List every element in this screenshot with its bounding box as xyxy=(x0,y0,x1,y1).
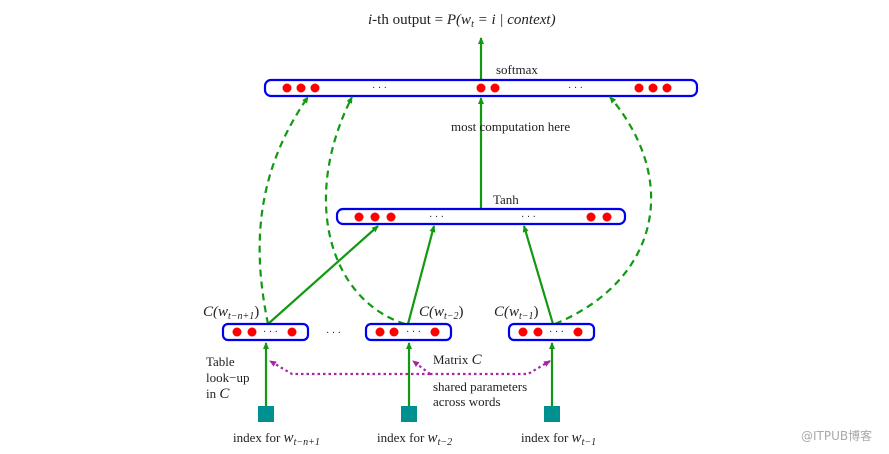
softmax-unit xyxy=(310,83,320,93)
computation-annotation: most computation here xyxy=(451,119,570,134)
softmax-unit xyxy=(476,83,486,93)
formula-rest: = i | context) xyxy=(474,12,556,28)
embedding-ellipsis: · · · xyxy=(406,327,421,338)
watermark: @ITPUB博客 xyxy=(801,428,872,443)
tanh-units xyxy=(354,212,612,222)
softmax-label: softmax xyxy=(496,62,538,77)
output-formula: i-th output = P(wt = i | context) xyxy=(368,12,556,30)
softmax-units xyxy=(282,83,672,93)
shared-param-arrow-2 xyxy=(412,360,431,375)
embedding-ellipsis: · · · xyxy=(263,327,278,338)
embedding-1-box xyxy=(221,322,310,342)
embedding-2-box xyxy=(364,322,453,342)
tanh-unit xyxy=(386,212,396,222)
softmax-unit xyxy=(634,83,644,93)
index-label-3: index for wt−1 xyxy=(521,430,596,448)
tanh-unit xyxy=(354,212,364,222)
tanh-label: Tanh xyxy=(493,192,519,207)
embedding-unit xyxy=(430,327,440,337)
embedding-1-label: C(wt−n+1) xyxy=(203,304,259,322)
skip-connection-2 xyxy=(324,96,406,326)
tanh-ellipsis: · · · xyxy=(521,212,536,223)
formula-i: i xyxy=(368,12,372,28)
index-label-1: index for wt−n+1 xyxy=(233,430,320,448)
embedding-ellipsis: · · · xyxy=(549,327,564,338)
embedding-3-label: C(wt−1) xyxy=(494,304,539,322)
softmax-unit xyxy=(490,83,500,93)
index-square-1 xyxy=(258,406,274,422)
skip-connection-3 xyxy=(554,96,653,326)
svg-text:Table: Table xyxy=(206,354,235,369)
softmax-unit xyxy=(662,83,672,93)
tanh-unit xyxy=(586,212,596,222)
index-square-3 xyxy=(544,406,560,422)
svg-text:in C: in C xyxy=(206,386,230,402)
tanh-ellipsis: · · · xyxy=(429,212,444,223)
emb2-to-tanh-arrow xyxy=(406,225,436,325)
embedding-unit xyxy=(375,327,385,337)
formula-sub: t xyxy=(471,19,474,30)
table-lookup-label: Table look−up in C xyxy=(206,354,249,402)
embedding-unit xyxy=(247,327,257,337)
embedding-unit xyxy=(518,327,528,337)
matrix-c-label: Matrix C xyxy=(433,352,483,368)
shared-parameters-label: shared parameters xyxy=(433,379,527,394)
formula-p: P(w xyxy=(446,12,471,28)
softmax-unit xyxy=(282,83,292,93)
embedding-2-label: C(wt−2) xyxy=(419,304,464,322)
embedding-1: C(wt−n+1) · · · xyxy=(203,304,310,342)
embedding-3-box xyxy=(507,322,596,342)
tanh-layer xyxy=(335,207,627,226)
embedding-unit xyxy=(533,327,543,337)
svg-text:look−up: look−up xyxy=(206,370,249,385)
embedding-2: C(wt−2) · · · xyxy=(364,304,464,342)
between-embeddings-ellipsis: · · · xyxy=(326,328,341,339)
across-words-label: across words xyxy=(433,394,501,409)
embedding-unit xyxy=(573,327,583,337)
embedding-3: C(wt−1) · · · xyxy=(494,304,596,342)
emb1-to-tanh-arrow xyxy=(267,225,379,325)
tanh-unit xyxy=(602,212,612,222)
softmax-ellipsis: · · · xyxy=(568,83,583,94)
embedding-unit xyxy=(232,327,242,337)
softmax-unit xyxy=(648,83,658,93)
index-label-2: index for wt−2 xyxy=(377,430,452,448)
softmax-unit xyxy=(296,83,306,93)
skip-connection-1 xyxy=(258,96,309,325)
softmax-ellipsis: · · · xyxy=(372,83,387,94)
shared-param-arrow-1 xyxy=(269,360,430,376)
index-square-2 xyxy=(401,406,417,422)
formula-mid: -th output = xyxy=(372,12,447,28)
tanh-unit xyxy=(370,212,380,222)
emb3-to-tanh-arrow xyxy=(522,225,555,325)
embedding-unit xyxy=(389,327,399,337)
embedding-unit xyxy=(287,327,297,337)
